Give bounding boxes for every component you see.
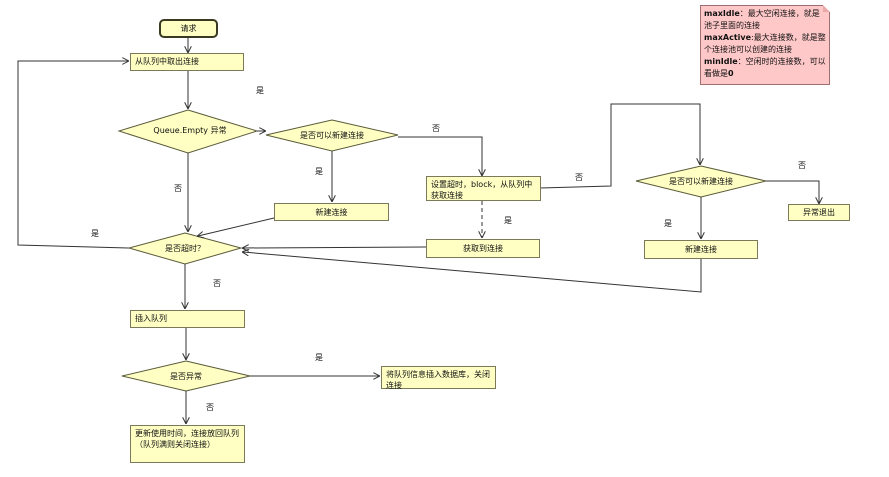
process-enqueue: 插入队列 [130,310,245,328]
start-node: 请求 [159,19,218,38]
edge-label-no: 否 [575,173,583,182]
process-set-timeout-block: 设置超时，block，从队列中获取连接 [426,176,541,201]
config-note: maxIdle：最大空闲连接，就是池子里面的连接 maxActive:最大连接数… [700,5,830,85]
edge-label-yes: 是 [91,229,99,238]
note-text-min-idle: ：空闲时的连接数，可以看做是 [704,57,826,78]
decision-is-timeout: 是否超时？ [165,243,205,253]
process-got-conn: 获取到连接 [426,239,540,258]
edge-label-no: 否 [174,184,182,193]
edge-label-no: 否 [206,403,214,412]
edge-label-no: 否 [213,279,221,288]
note-value-min-idle: 0 [728,69,734,78]
decision-can-create-1: 是否可以新建连接 [300,130,364,140]
note-line-max-active: maxActive:最大连接数，就是整个连接池可以创建的连接 [704,32,826,56]
edge-label-yes: 是 [664,219,672,228]
note-line-max-idle: maxIdle：最大空闲连接，就是池子里面的连接 [704,8,826,32]
decision-is-error: 是否异常 [170,371,202,381]
process-create-conn-1: 新建连接 [274,203,389,221]
note-key-min-idle: minIdle [704,57,738,66]
note-text-max-idle: ：最大空闲连接，就是池子里面的连接 [704,9,820,30]
note-key-max-idle: maxIdle [704,9,740,18]
edge-label-yes: 是 [315,167,323,176]
process-insert-db-close: 将队列信息插入数据库，关闭连接 [381,366,496,390]
process-dequeue: 从队列中取出连接 [130,53,244,71]
decision-can-create-2: 是否可以新建连接 [669,176,733,186]
note-fold-corner [823,5,830,12]
process-create-conn-2: 新建连接 [644,240,758,259]
edge-label-yes: 是 [256,86,264,95]
edge-label-no: 否 [432,124,440,133]
edge-label-yes: 是 [504,216,512,225]
note-text-max-active: :最大连接数，就是整个连接池可以创建的连接 [704,33,826,54]
edge-label-no: 否 [798,161,806,170]
process-update-time-return: 更新使用时间，连接放回队列（队列满则关闭连接） [130,425,245,463]
note-line-min-idle: minIdle：空闲时的连接数，可以看做是0 [704,56,826,80]
edge-label-yes: 是 [315,353,323,362]
note-key-max-active: maxActive [704,33,752,42]
decision-queue-empty: Queue.Empty 异常 [153,126,227,135]
process-error-exit: 异常退出 [788,204,850,221]
